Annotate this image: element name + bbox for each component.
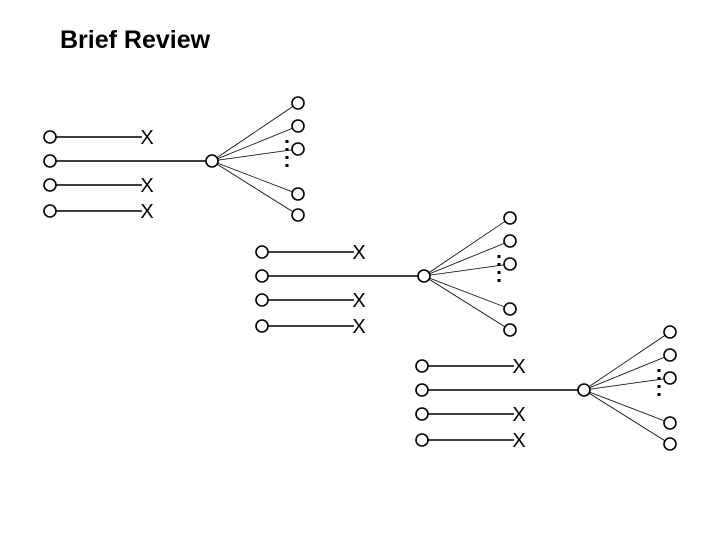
leaf-node (503, 211, 517, 225)
leaf-node (291, 208, 305, 222)
input-node (43, 178, 57, 192)
ellipsis-dot (657, 377, 661, 380)
input-node (255, 269, 269, 283)
branch-line (583, 354, 671, 391)
input-node (255, 319, 269, 333)
leaf-node (503, 323, 517, 337)
ellipsis-dot (285, 148, 289, 151)
ellipsis-dot (497, 271, 501, 274)
input-node (43, 154, 57, 168)
input-node (415, 359, 429, 373)
blocked-marker: X (512, 404, 525, 426)
blocked-marker: X (140, 201, 153, 223)
blocked-marker: X (512, 356, 525, 378)
leaf-node (503, 234, 517, 248)
ellipsis-dot (285, 156, 289, 159)
branch-line (211, 160, 299, 195)
input-node (43, 204, 57, 218)
leaf-node (663, 348, 677, 362)
branch-line (211, 160, 299, 216)
ellipsis-dot (497, 255, 501, 258)
leaf-node (663, 416, 677, 430)
leaf-node (291, 96, 305, 110)
hub-node (577, 383, 591, 397)
ellipsis-dot (497, 263, 501, 266)
input-node (255, 293, 269, 307)
ellipsis-dot (657, 369, 661, 372)
blocked-marker: X (352, 316, 365, 338)
branch-line (423, 217, 511, 277)
ellipsis-dot (497, 279, 501, 282)
leaf-node (503, 302, 517, 316)
leaf-node (291, 119, 305, 133)
branch-line (423, 240, 511, 277)
leaf-node (291, 142, 305, 156)
blocked-marker: X (352, 242, 365, 264)
branch-line (583, 389, 671, 424)
branch-line (423, 275, 511, 331)
branch-line (211, 148, 299, 162)
branch-line (423, 263, 511, 277)
ellipsis-dot (657, 385, 661, 388)
input-node (415, 383, 429, 397)
hub-node (205, 154, 219, 168)
ellipsis-dot (285, 164, 289, 167)
leaf-node (503, 257, 517, 271)
blocked-marker: X (140, 127, 153, 149)
input-node (43, 130, 57, 144)
hub-node (417, 269, 431, 283)
branch-line (583, 331, 671, 391)
input-node (255, 245, 269, 259)
blocked-marker: X (140, 175, 153, 197)
blocked-marker: X (352, 290, 365, 312)
ellipsis-dot (285, 140, 289, 143)
branch-line (583, 389, 671, 445)
input-node (415, 407, 429, 421)
branch-line (211, 125, 299, 162)
leaf-node (663, 325, 677, 339)
leaf-node (663, 371, 677, 385)
leaf-node (291, 187, 305, 201)
branch-line (583, 377, 671, 391)
page-title: Brief Review (60, 26, 211, 54)
ellipsis-dot (657, 393, 661, 396)
input-node (415, 433, 429, 447)
blocked-marker: X (512, 430, 525, 452)
branch-line (211, 102, 299, 162)
branch-line (423, 275, 511, 310)
leaf-node (663, 437, 677, 451)
